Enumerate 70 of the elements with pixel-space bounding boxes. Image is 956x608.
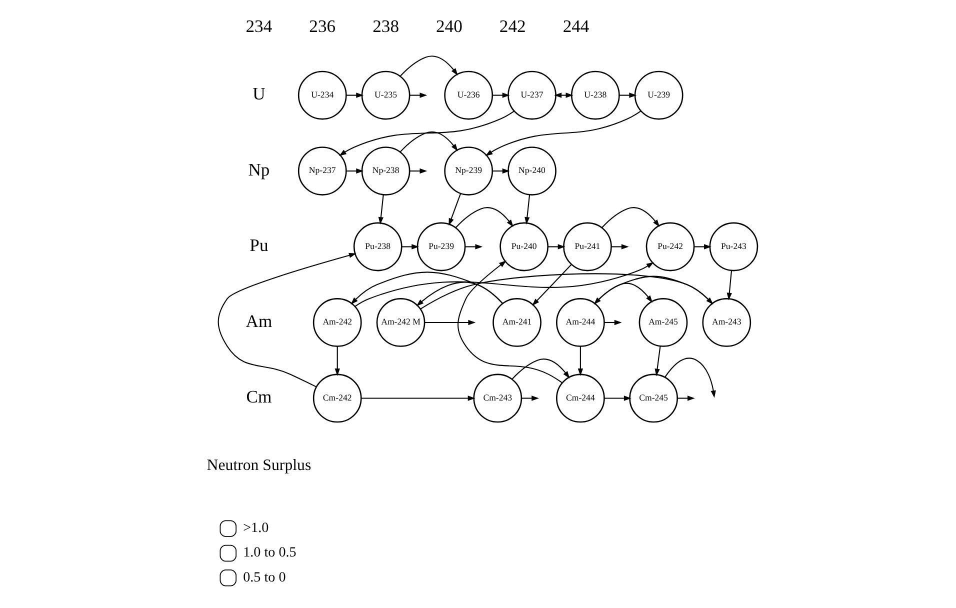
node-circle: U-239 <box>634 70 683 120</box>
label: 240 <box>436 16 462 36</box>
arrow <box>726 270 732 300</box>
node-circle: Np-240 <box>507 146 556 196</box>
arrow <box>492 92 510 98</box>
arrow <box>338 110 514 156</box>
legend-label: >1.0 <box>242 520 268 536</box>
node-circle: Cm-242 <box>312 374 362 423</box>
arrow <box>601 207 660 228</box>
arrow <box>524 194 530 224</box>
arrow <box>618 92 636 98</box>
arrow <box>676 396 694 401</box>
arrow <box>604 320 622 326</box>
arrow <box>654 346 660 376</box>
node-circle: Pu-243 <box>708 222 758 272</box>
label: Neutron Surplus <box>206 456 311 474</box>
arrow <box>457 260 562 384</box>
node-circle: U-237 <box>507 70 556 120</box>
node-circle: Cm-245 <box>628 374 678 423</box>
node-circle: Cm-244 <box>556 374 604 423</box>
legend-label: 1.0 to 0.5 <box>242 544 296 561</box>
arrow <box>409 168 427 174</box>
arrow <box>399 56 458 77</box>
arrow <box>547 244 565 250</box>
label: Pu <box>249 235 268 256</box>
arrow <box>454 207 513 228</box>
label: Cm <box>246 386 272 407</box>
node-circle: U-235 <box>360 70 410 120</box>
arrow <box>350 272 502 305</box>
arrow <box>346 92 364 98</box>
arrow <box>346 168 364 174</box>
arrow <box>399 131 458 152</box>
label: Am <box>245 310 272 331</box>
label: Np <box>248 159 270 180</box>
node-circle: U-234 <box>297 70 346 120</box>
node-circle: U-238 <box>570 70 620 120</box>
node-circle: Np-238 <box>360 146 410 196</box>
arrow <box>360 396 475 401</box>
arrow <box>448 194 461 226</box>
arrow <box>521 396 539 401</box>
node-circle: Pu-238 <box>352 222 402 272</box>
label: 244 <box>562 16 589 36</box>
label: U <box>252 84 265 104</box>
arrow <box>604 396 631 401</box>
arrow <box>664 358 716 398</box>
label: 236 <box>308 16 336 36</box>
legend-label: 0.5 to 0 <box>242 569 286 586</box>
arrow <box>492 168 510 174</box>
arrow <box>511 358 570 380</box>
label: 234 <box>245 16 272 36</box>
arrow <box>409 92 427 98</box>
arrow <box>532 264 572 306</box>
node-circle: Cm-243 <box>472 374 522 423</box>
arrow <box>694 244 711 250</box>
label: 242 <box>498 16 526 36</box>
arrow <box>424 320 476 326</box>
node-circle: Pu-241 <box>562 222 612 272</box>
label: 238 <box>372 16 399 36</box>
arrow <box>577 346 583 376</box>
node-circle: U-236 <box>444 70 493 120</box>
arrow <box>484 110 641 156</box>
node-circle: Pu-239 <box>416 222 466 272</box>
arrow <box>378 194 384 224</box>
arrow <box>401 244 419 250</box>
arrow <box>217 252 356 388</box>
arrow <box>554 92 573 98</box>
arrow <box>334 346 340 376</box>
arrow <box>464 244 482 250</box>
node-circle: Am-245 <box>638 298 688 347</box>
arrow <box>610 244 628 250</box>
